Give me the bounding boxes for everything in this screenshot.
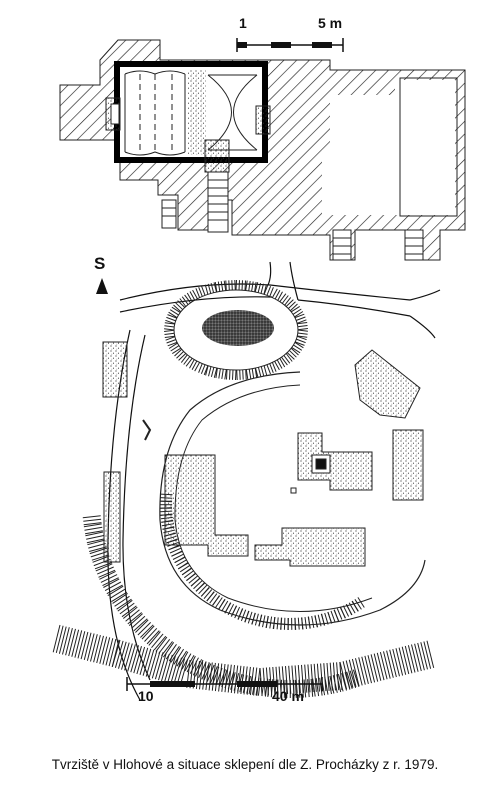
site-scale-end-label: 40 m [272, 688, 304, 704]
north-arrow-letter: S [94, 254, 105, 274]
mound-center [202, 310, 274, 346]
site-scale-start-label: 10 [138, 688, 154, 704]
north-arrow [96, 278, 108, 294]
buildings [103, 342, 423, 566]
cellar-plan [60, 38, 465, 260]
cellar-scale-start-label: 1 [239, 15, 247, 31]
site-plan [53, 262, 440, 700]
cellar-scale-bar [237, 38, 343, 52]
cellar-scale-end-label: 5 m [318, 15, 342, 31]
figure-caption: Tvrziště v Hlohové a situace sklepení dl… [0, 757, 490, 772]
